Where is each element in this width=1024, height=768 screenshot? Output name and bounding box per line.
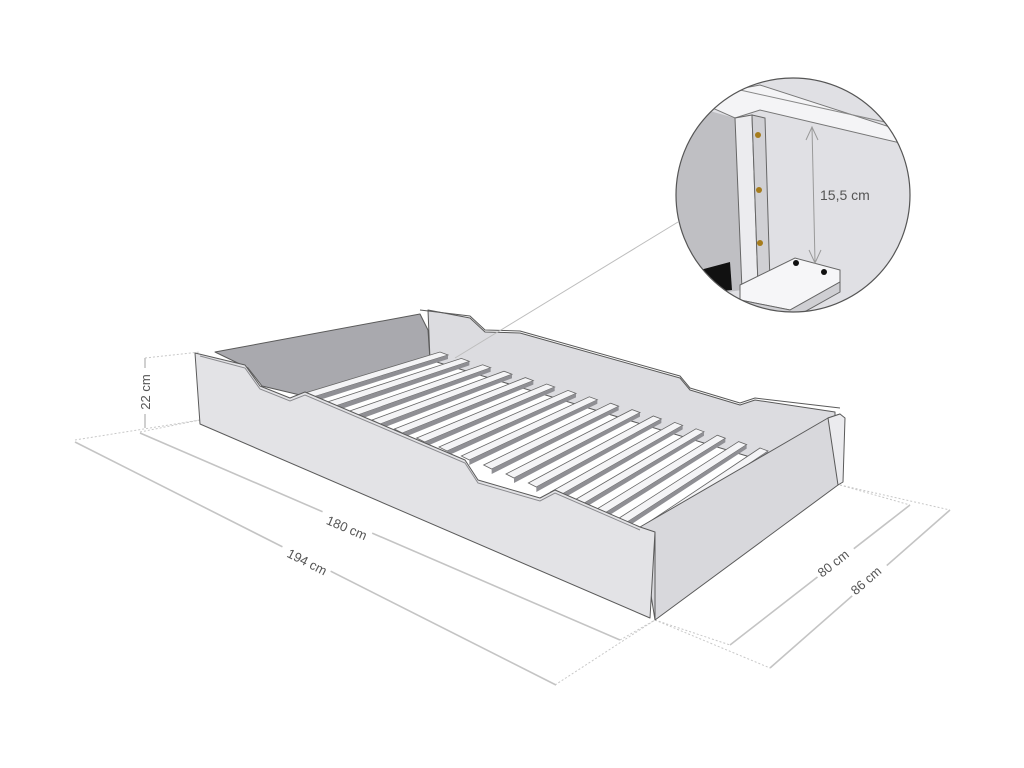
slat-edge bbox=[402, 380, 534, 438]
slat-edge bbox=[313, 355, 448, 402]
bed-drawing bbox=[194, 309, 846, 621]
screw-icon bbox=[755, 132, 761, 138]
slat-edge bbox=[380, 374, 512, 429]
screw-icon bbox=[757, 240, 763, 246]
slat-edge bbox=[581, 431, 704, 510]
callout-circle bbox=[675, 77, 911, 313]
slat-edge bbox=[558, 425, 683, 501]
screw-icon bbox=[756, 187, 762, 193]
slat-edge bbox=[603, 438, 726, 519]
callout-leader-line bbox=[454, 221, 679, 359]
extension-lines bbox=[74, 351, 951, 686]
slat-edge bbox=[491, 406, 619, 474]
height-dimension-line bbox=[811, 126, 816, 263]
slat-edge bbox=[447, 393, 576, 456]
slat-edge bbox=[536, 419, 662, 492]
slat-edge bbox=[514, 412, 640, 483]
slat-edge bbox=[424, 387, 555, 447]
detail-callout: 15,5 cm bbox=[676, 78, 910, 312]
slat-edge bbox=[335, 361, 470, 411]
slat-edge bbox=[625, 444, 747, 528]
detail-height-label: 15,5 cm bbox=[820, 187, 870, 203]
front-side-panel bbox=[194, 352, 656, 619]
height-label: 22 cm bbox=[138, 374, 153, 409]
slat-edge bbox=[357, 367, 491, 420]
slat-edge bbox=[469, 399, 598, 465]
